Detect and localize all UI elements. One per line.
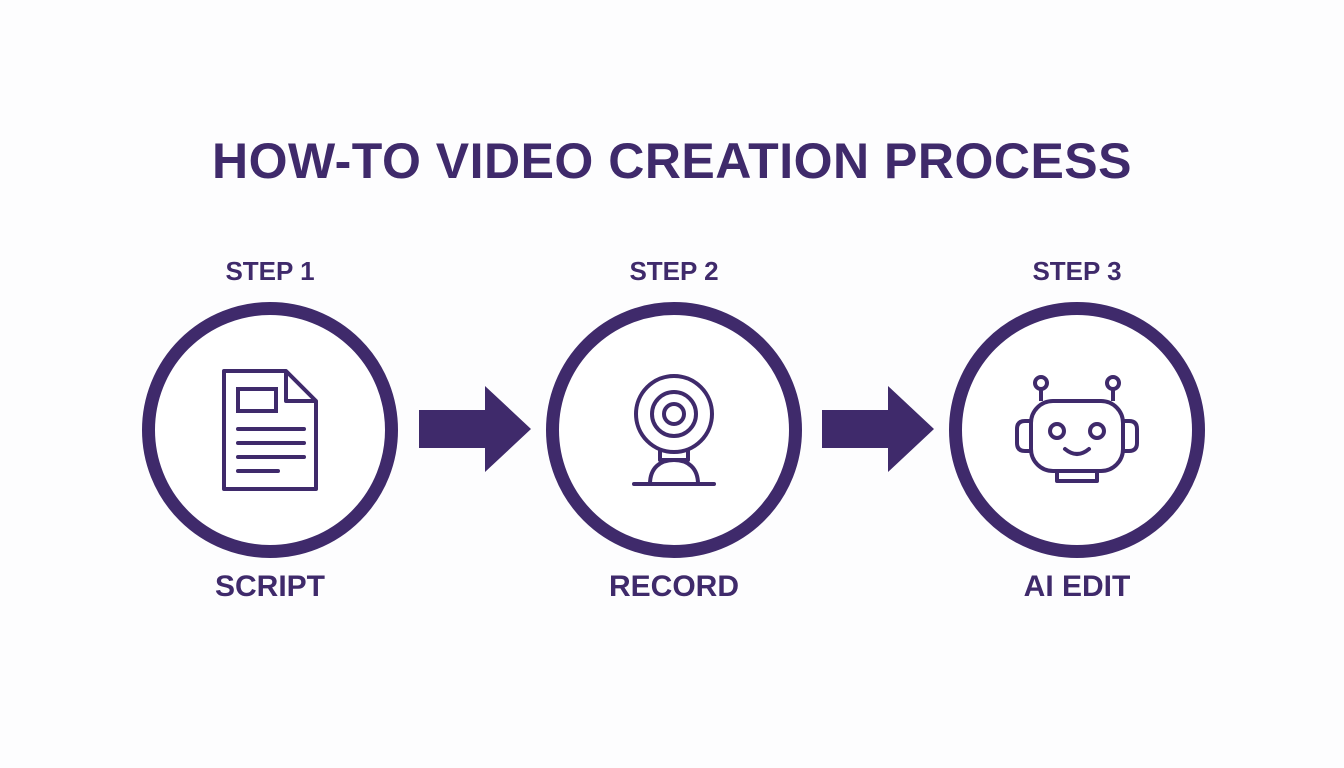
step-2-circle — [546, 302, 802, 558]
step-3-label: STEP 3 — [1032, 256, 1122, 286]
arrow-right-icon — [419, 386, 531, 472]
diagram-title: HOW-TO VIDEO CREATION PROCESS — [211, 133, 1133, 189]
step-1-circle — [142, 302, 398, 558]
robot-icon — [1015, 375, 1139, 483]
document-icon — [222, 369, 318, 491]
step-2: STEP 2 RECORD — [534, 252, 814, 612]
step-2-name: RECORD — [608, 570, 739, 603]
arrow-right-icon — [822, 386, 934, 472]
step-3: STEP 3 AI EDIT — [937, 252, 1217, 612]
step-1-name: SCRIPT — [214, 570, 325, 603]
step-1-label: STEP 1 — [225, 256, 315, 286]
step-1: STEP 1 SCRIPT — [130, 252, 410, 612]
step-2-label: STEP 2 — [629, 256, 719, 286]
step-3-name: AI EDIT — [1023, 570, 1131, 603]
step-3-circle — [949, 302, 1205, 558]
webcam-icon — [632, 374, 716, 486]
